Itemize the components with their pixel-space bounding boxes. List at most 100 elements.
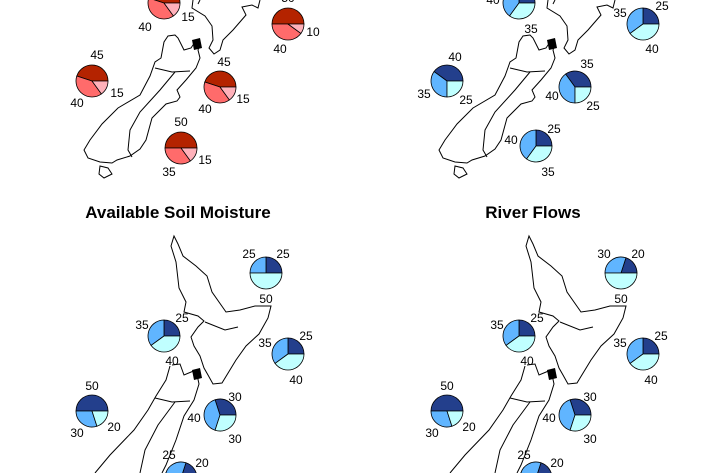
pie-percent-label: 35 — [580, 57, 594, 71]
pie-percent-label: 40 — [187, 411, 201, 425]
pie-slice-near-normal — [164, 147, 191, 165]
pie-percent-label: 15 — [236, 92, 250, 106]
pie-percent-label: 50 — [85, 379, 99, 393]
pie-slice-above-normal — [271, 7, 305, 25]
pie-slice-near-normal — [430, 410, 453, 428]
pie-slice-above-normal — [204, 70, 237, 88]
pie-slice-above-normal — [153, 0, 181, 4]
map-title: River Flows — [485, 203, 580, 222]
pie-slice-near-normal — [520, 461, 542, 473]
pie-percent-label: 35 — [613, 6, 627, 20]
pie-percent-label: 30 — [228, 390, 242, 404]
pie-slice-below-normal — [446, 80, 464, 98]
pie-percent-label: 25 — [276, 247, 290, 261]
pie-percent-label: 20 — [631, 247, 645, 261]
nz-coastline — [449, 235, 627, 473]
pie-percent-label: 15 — [198, 153, 212, 167]
pie-slice-near-normal — [147, 0, 174, 20]
pie-percent-label: 20 — [550, 456, 564, 470]
pie-percent-label: 25 — [175, 311, 189, 325]
pie-slice-near-normal — [430, 71, 448, 98]
pie-percent-label: 30 — [597, 247, 611, 261]
pie-percent-label: 25 — [162, 448, 176, 462]
pie-slice-below-normal — [604, 272, 638, 290]
outlook-pie: 40 35 — [486, 0, 538, 36]
pie-percent-label: 20 — [107, 420, 121, 434]
pie-percent-label: 25 — [586, 99, 600, 113]
pie-percent-label: 40 — [520, 354, 534, 368]
pie-percent-label: 25 — [654, 329, 668, 343]
pie-slice-near-normal — [626, 7, 644, 34]
outlook-pie: 50 30 20 — [70, 379, 121, 440]
pie-slice-above-normal — [569, 398, 592, 416]
pie-percent-label: 40 — [165, 354, 179, 368]
pie-percent-label: 50 — [440, 379, 454, 393]
pie-percent-label: 25 — [242, 247, 256, 261]
pie-slice-below-normal — [91, 410, 109, 427]
pie-percent-label: 50 — [281, 0, 295, 5]
nz-coastline — [94, 235, 272, 473]
pie-percent-label: 30 — [583, 390, 597, 404]
pie-slice-below-normal — [150, 335, 181, 353]
pie-slice-below-normal — [526, 145, 553, 163]
pie-percent-label: 30 — [583, 432, 597, 446]
pie-slice-below-normal — [180, 147, 198, 162]
pie-slice-below-normal — [629, 23, 660, 41]
pie-percent-label: 30 — [70, 426, 84, 440]
pie-percent-label: 45 — [217, 55, 231, 69]
pie-slice-below-normal — [446, 410, 464, 427]
pie-slice-near-normal — [271, 337, 289, 364]
pie-percent-label: 20 — [195, 456, 209, 470]
pie-slice-below-normal — [249, 272, 283, 290]
pie-slice-above-normal — [76, 64, 109, 82]
pie-slice-above-normal — [433, 64, 464, 82]
pie-percent-label: 25 — [530, 311, 544, 325]
pie-percent-label: 40 — [645, 42, 659, 56]
pie-percent-label: 35 — [258, 336, 272, 350]
pie-percent-label: 40 — [644, 373, 658, 387]
pie-percent-label: 50 — [259, 292, 273, 306]
outlook-pie: 25 25 50 — [242, 247, 290, 306]
pie-slice-above-normal — [565, 70, 592, 88]
pie-slice-near-normal — [147, 319, 165, 346]
pie-slice-below-normal — [286, 23, 305, 34]
pie-percent-label: 40 — [486, 0, 500, 7]
pie-percent-label: 25 — [459, 93, 473, 107]
pie-slice-below-normal — [629, 353, 660, 371]
pie-percent-label: 35 — [613, 336, 627, 350]
pie-percent-label: 35 — [524, 22, 538, 36]
pie-percent-label: 50 — [614, 292, 628, 306]
pie-slice-above-normal — [518, 0, 536, 4]
pie-percent-label: 25 — [655, 0, 669, 13]
outlook-pie: 25 20 — [162, 448, 209, 473]
pie-percent-label: 35 — [417, 87, 431, 101]
pie-slice-near-normal — [558, 73, 576, 104]
pie-slice-below-normal — [574, 86, 592, 104]
pie-slice-below-normal — [509, 2, 536, 20]
pie-slice-near-normal — [558, 399, 576, 431]
pie-slice-below-normal — [163, 2, 181, 17]
outlook-pie: 501040 — [271, 0, 320, 56]
pie-slice-below-normal — [569, 414, 592, 432]
pie-percent-label: 40 — [448, 50, 462, 64]
pie-slice-near-normal — [502, 0, 520, 17]
pie-slice-below-normal — [219, 86, 237, 101]
outlook-pie: 30 20 50 — [597, 247, 645, 306]
pie-percent-label: 25 — [299, 329, 313, 343]
pie-percent-label: 40 — [138, 20, 152, 34]
pie-slice-above-normal — [164, 131, 198, 149]
pie-slice-near-normal — [203, 399, 221, 431]
